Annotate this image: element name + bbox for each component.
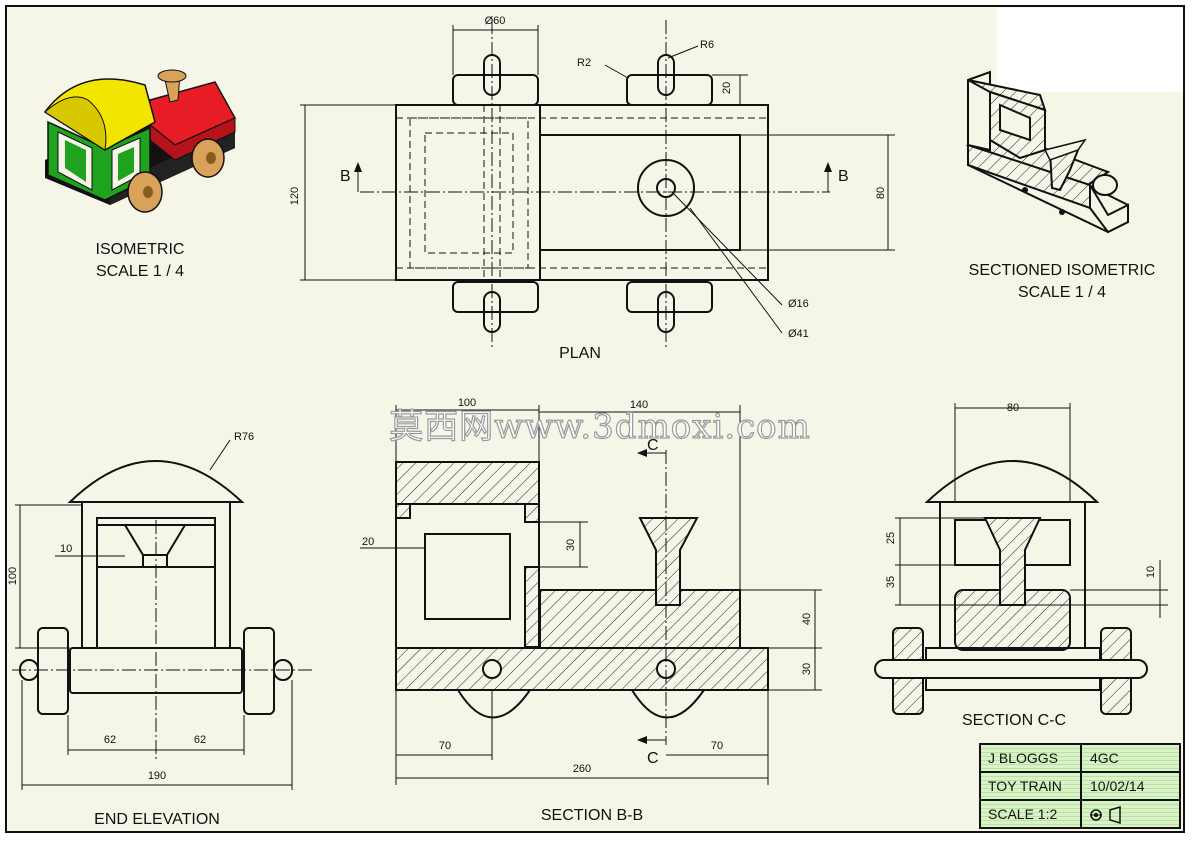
title-block xyxy=(979,743,1181,829)
scc-dim-10: 10 xyxy=(1145,566,1157,578)
section-cc-label: SECTION C-C xyxy=(962,712,1066,729)
plan-dim-120: 120 xyxy=(289,187,301,205)
end-dim-62-right: 62 xyxy=(194,734,206,746)
end-elevation-label: END ELEVATION xyxy=(94,811,220,828)
isometric-scale-label: SCALE 1 / 4 xyxy=(96,263,184,280)
section-mark-b-right: B xyxy=(838,168,849,185)
plan-dim-r6: R6 xyxy=(700,39,714,51)
sbb-dim-70-right: 70 xyxy=(711,740,723,752)
end-dim-190: 190 xyxy=(148,770,166,782)
title-block-title: TOY TRAIN xyxy=(988,778,1062,794)
scc-dim-80: 80 xyxy=(1007,402,1019,414)
sbb-dim-40: 40 xyxy=(801,613,813,625)
sectioned-isometric-view xyxy=(965,70,1129,234)
section-mark-c-bottom: C xyxy=(647,750,659,767)
scc-dim-25: 25 xyxy=(885,532,897,544)
section-cc-view xyxy=(874,403,1168,715)
sectioned-isometric-scale-label: SCALE 1 / 4 xyxy=(1018,284,1106,301)
end-dim-10: 10 xyxy=(60,543,72,555)
plan-dim-d41: Ø41 xyxy=(788,328,809,340)
section-mark-c-top: C xyxy=(647,437,659,454)
plan-view xyxy=(300,20,895,350)
sbb-dim-260: 260 xyxy=(573,763,591,775)
title-block-scale: SCALE 1:2 xyxy=(988,806,1057,822)
sbb-dim-70-left: 70 xyxy=(439,740,451,752)
projection-symbol-icon xyxy=(1090,805,1121,825)
end-dim-r76: R76 xyxy=(234,431,254,443)
plan-dim-80: 80 xyxy=(875,187,887,199)
sbb-dim-100: 100 xyxy=(458,397,476,409)
section-bb-label: SECTION B-B xyxy=(541,807,643,824)
end-dim-100: 100 xyxy=(7,567,19,585)
sbb-dim-20: 20 xyxy=(362,536,374,548)
end-dim-62-left: 62 xyxy=(104,734,116,746)
section-bb-view xyxy=(360,405,822,785)
title-block-group: 4GC xyxy=(1090,750,1119,766)
isometric-view xyxy=(43,69,237,213)
section-mark-b-left: B xyxy=(340,168,351,185)
title-block-date: 10/02/14 xyxy=(1090,778,1145,794)
plan-dim-r2: R2 xyxy=(577,57,591,69)
title-block-name: J BLOGGS xyxy=(988,750,1058,766)
scc-dim-35: 35 xyxy=(885,576,897,588)
plan-label: PLAN xyxy=(559,345,601,362)
sbb-dim-140: 140 xyxy=(630,399,648,411)
sbb-dim-30-upper: 30 xyxy=(565,539,577,551)
plan-dim-d16: Ø16 xyxy=(788,298,809,310)
end-elevation-view xyxy=(12,439,315,790)
isometric-label: ISOMETRIC xyxy=(96,241,185,258)
blank-corner xyxy=(997,8,1183,92)
sectioned-isometric-label: SECTIONED ISOMETRIC xyxy=(969,262,1156,279)
plan-dim-20: 20 xyxy=(721,82,733,94)
sbb-dim-30-lower: 30 xyxy=(801,663,813,675)
plan-dim-d60: Ø60 xyxy=(485,15,506,27)
watermark: 莫西网www.3dmoxi.com xyxy=(389,407,811,447)
